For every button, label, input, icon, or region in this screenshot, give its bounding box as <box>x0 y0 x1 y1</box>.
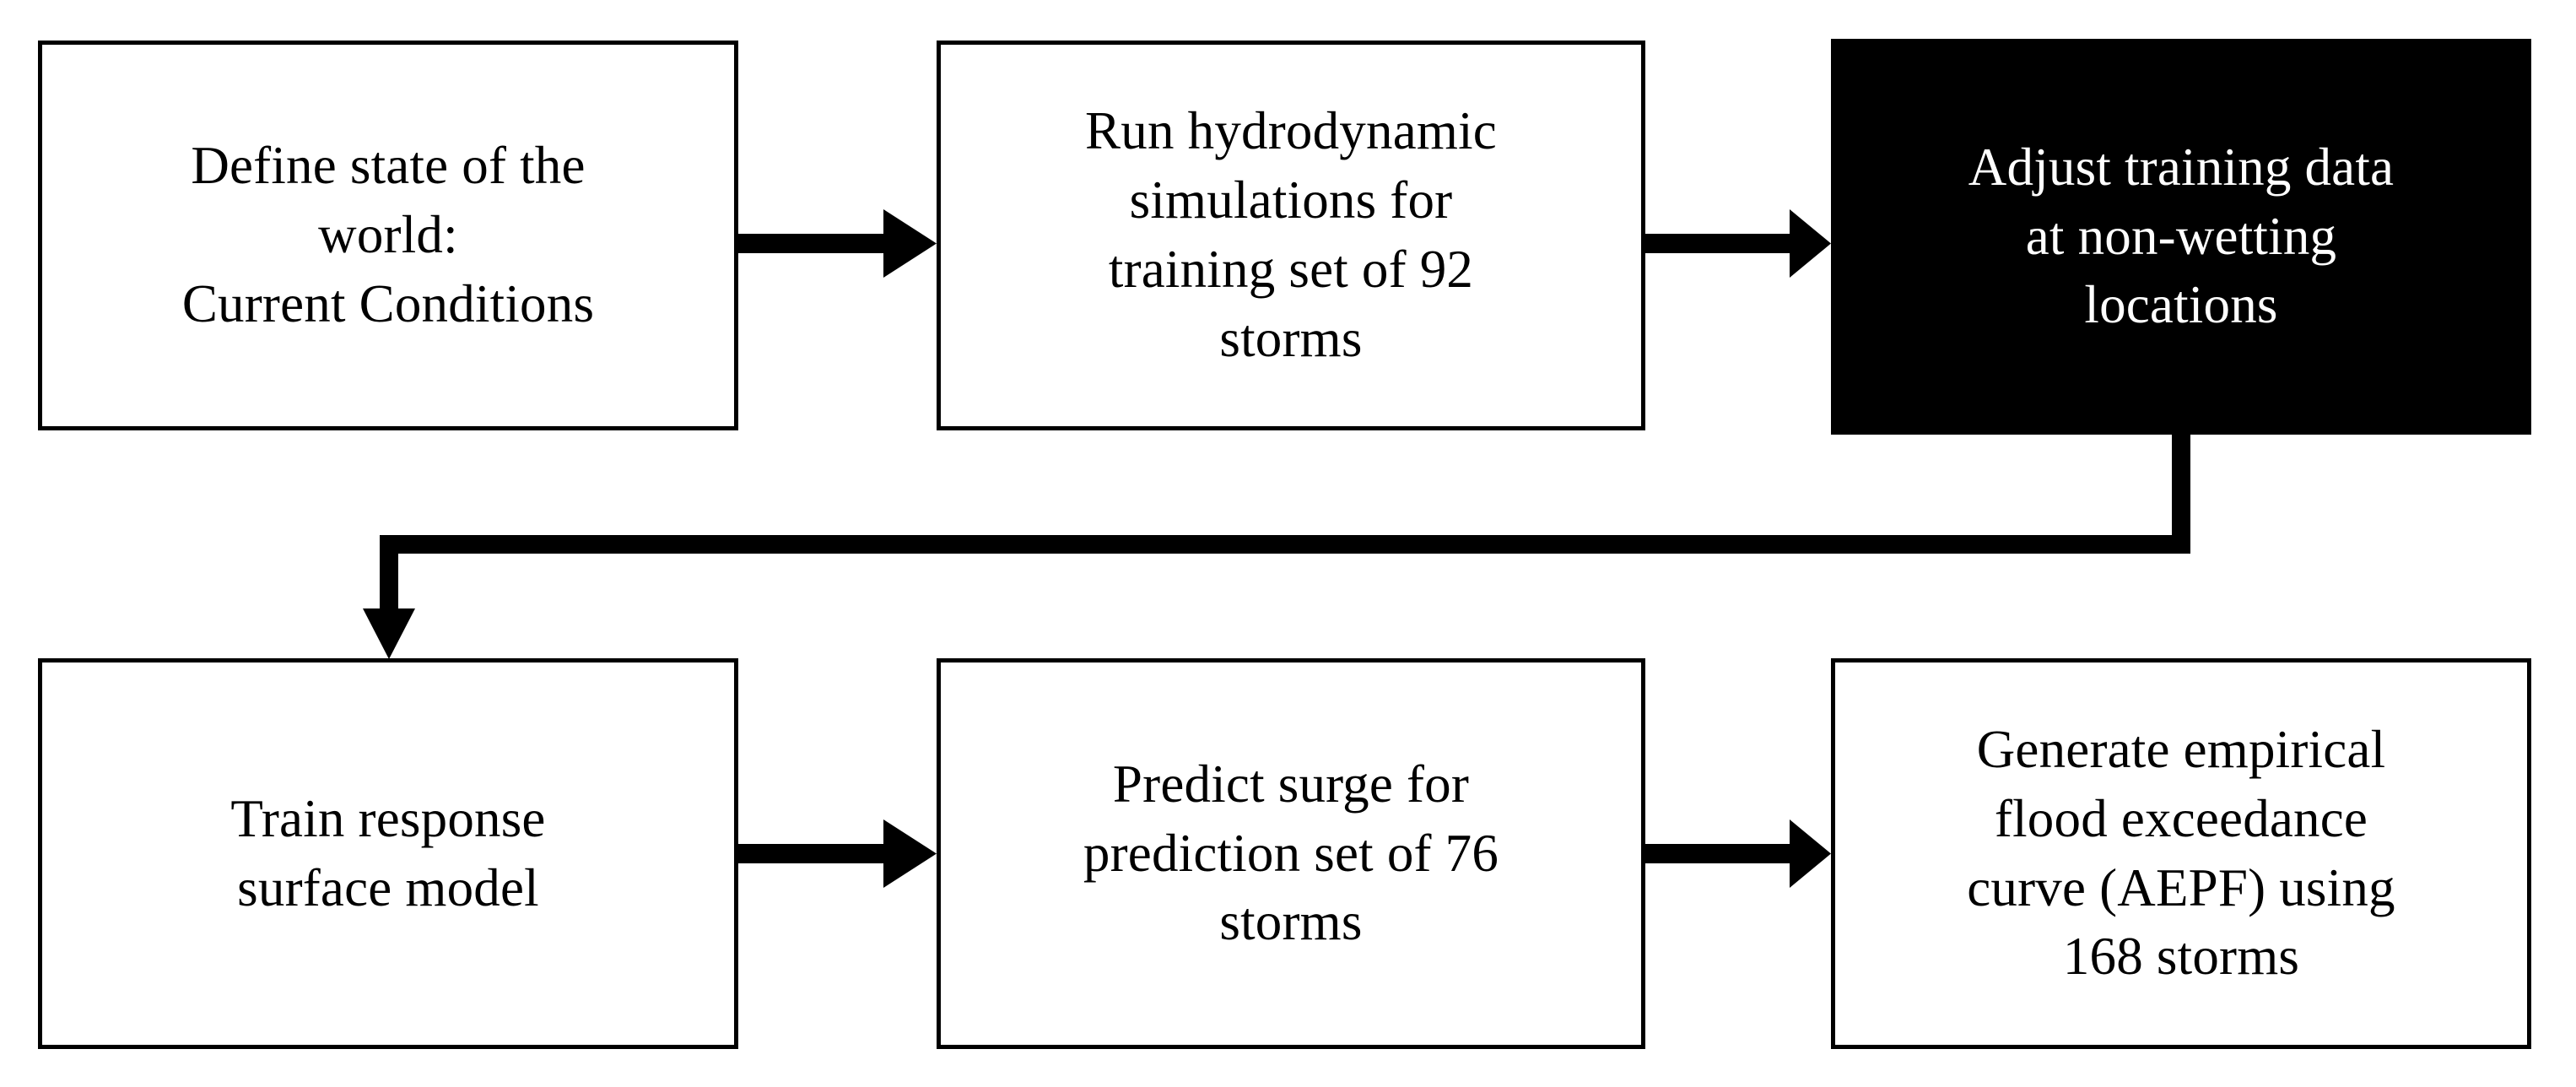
node-generate-flood-exceedance-curve[interactable]: Generate empirical flood exceedance curv… <box>1831 658 2531 1049</box>
node-predict-surge-label: Predict surge for prediction set of 76 s… <box>1083 754 1499 952</box>
node-define-state-label: Define state of the world: Current Condi… <box>181 136 595 333</box>
node-generate-flood-exceedance-curve-label: Generate empirical flood exceedance curv… <box>1967 719 2395 987</box>
arrow-predict-surge-to-generate-curve <box>1645 819 1831 888</box>
node-run-hydrodynamic-simulations-label: Run hydrodynamic simulations for trainin… <box>1085 101 1497 368</box>
arrow-run-sims-to-adjust-training <box>1645 209 1831 278</box>
node-adjust-training-data-label: Adjust training data at non-wetting loca… <box>1968 137 2395 335</box>
arrow-define-state-to-run-sims <box>738 209 937 278</box>
node-run-hydrodynamic-simulations[interactable]: Run hydrodynamic simulations for trainin… <box>937 41 1645 430</box>
arrow-adjust-training-to-train-model <box>363 435 2190 659</box>
arrow-train-model-to-predict-surge <box>738 819 937 888</box>
node-train-response-surface-model-label: Train response surface model <box>230 788 546 917</box>
node-predict-surge[interactable]: Predict surge for prediction set of 76 s… <box>937 658 1645 1049</box>
node-train-response-surface-model[interactable]: Train response surface model <box>38 658 738 1049</box>
node-define-state[interactable]: Define state of the world: Current Condi… <box>38 41 738 430</box>
node-adjust-training-data[interactable]: Adjust training data at non-wetting loca… <box>1831 39 2531 435</box>
